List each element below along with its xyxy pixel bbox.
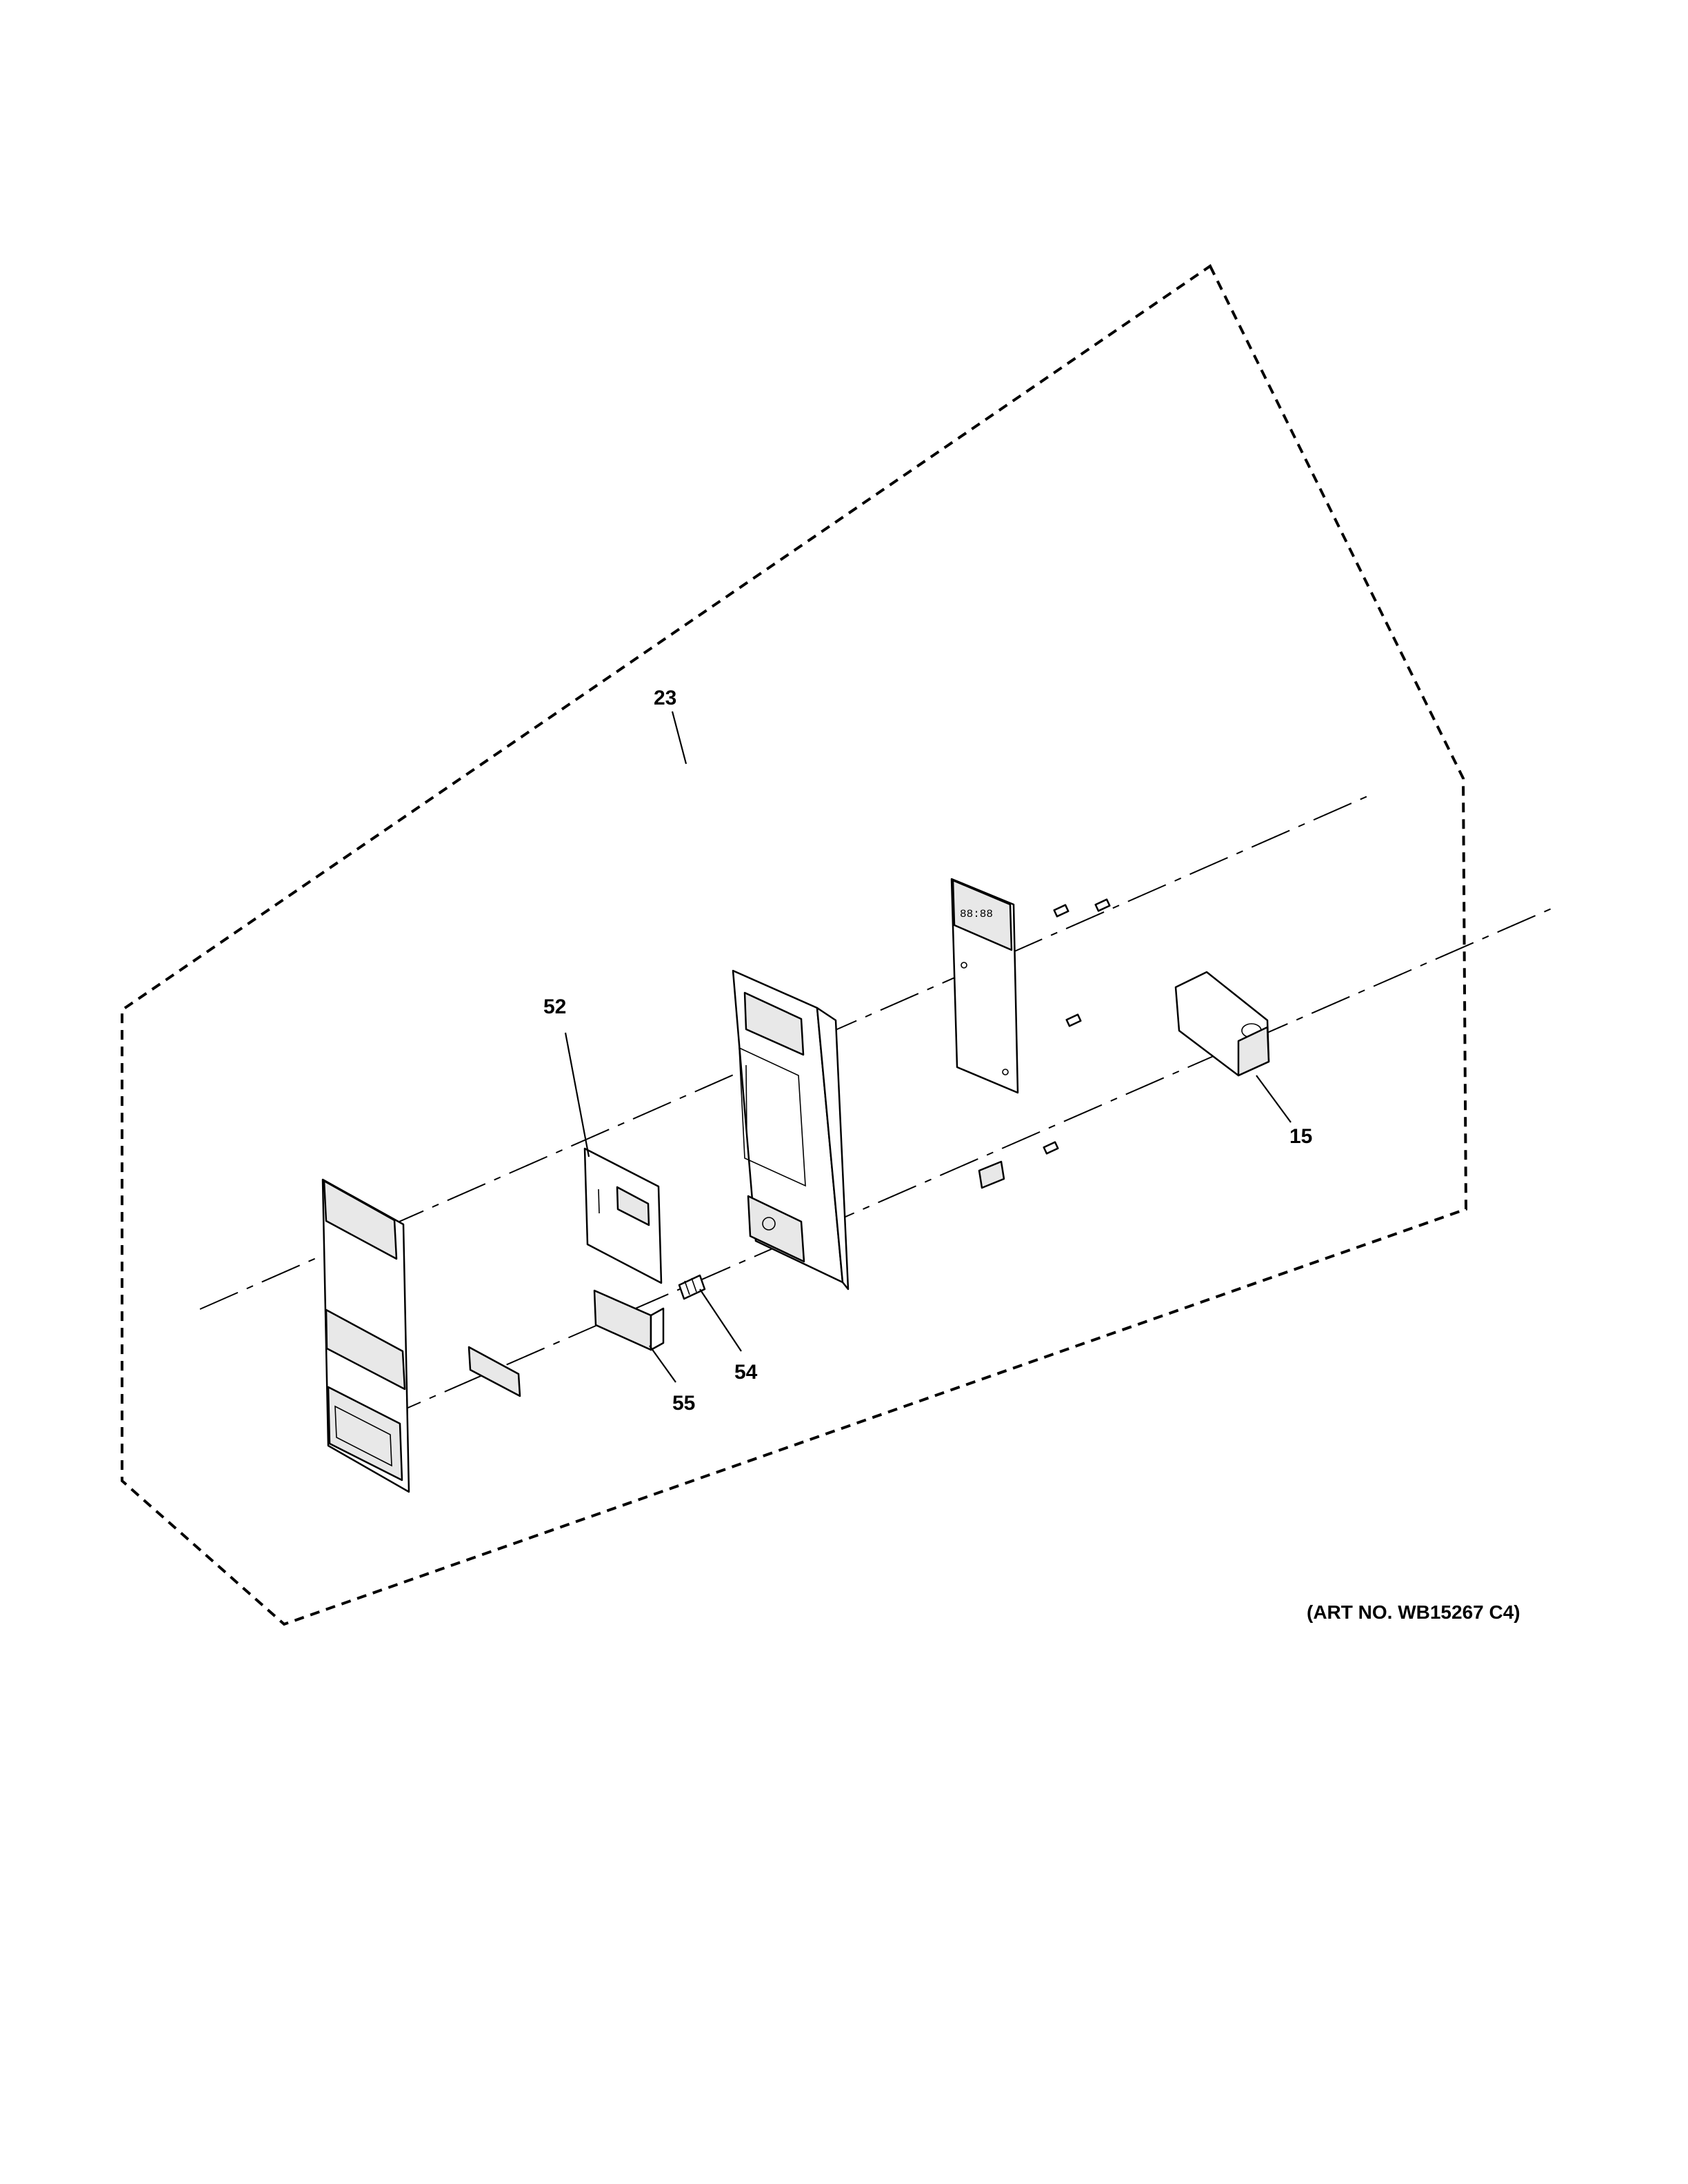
callout-54: 54 [734, 1361, 758, 1384]
push-button [593, 1289, 665, 1351]
leader-23 [671, 711, 687, 765]
leader-15 [1256, 1075, 1292, 1123]
display-board: 88:88 [950, 878, 1019, 1094]
axis-line-lower [382, 908, 1552, 1419]
control-panel-overlay [583, 1147, 663, 1284]
control-housing [732, 969, 850, 1291]
callout-52: 52 [543, 995, 566, 1018]
leader-52 [564, 1032, 590, 1157]
screws [1043, 898, 1111, 1155]
latch-switch [978, 1160, 1005, 1189]
leader-55 [649, 1345, 676, 1383]
spring [678, 1274, 706, 1300]
svg-text:88:88: 88:88 [960, 908, 993, 920]
art-number: (ART NO. WB15267 C4) [1307, 1601, 1520, 1623]
callout-15: 15 [1289, 1125, 1312, 1148]
callout-55: 55 [672, 1392, 695, 1415]
callout-23: 23 [654, 687, 676, 709]
door-latch [1174, 971, 1270, 1077]
control-panel-frame [321, 1178, 410, 1493]
assembly-boundary [121, 264, 1468, 1626]
leader-54 [699, 1288, 742, 1352]
window-pad [468, 1346, 521, 1397]
